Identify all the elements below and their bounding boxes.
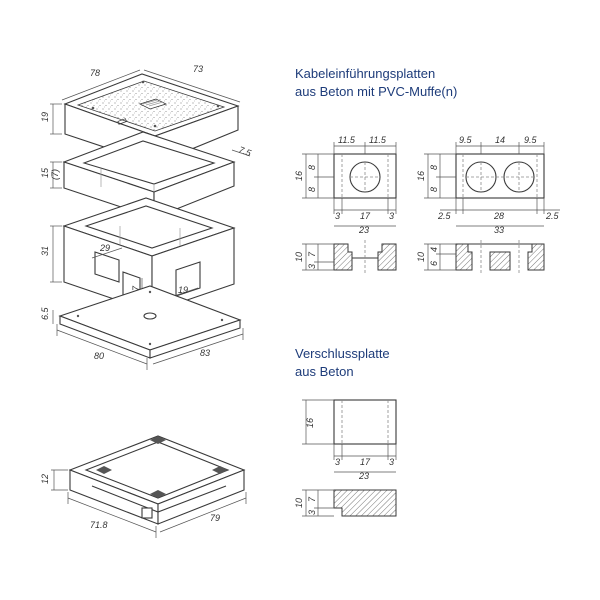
- plate-single-section-left: [333, 243, 353, 271]
- dim-double-height-a: 8: [429, 165, 439, 170]
- dim-lid-width: 73: [193, 64, 203, 74]
- dim-single-section-b: 3: [307, 264, 317, 269]
- dim-closure-center: 17: [360, 457, 371, 467]
- cover-corner-s: [150, 490, 166, 498]
- iso-frame: 15 (7) 7.5: [40, 131, 253, 219]
- dim-lid-length: 78: [90, 68, 100, 78]
- base-right-face: [149, 319, 241, 359]
- dim-double-edge-left: 2.5: [437, 211, 452, 221]
- dim-single-edge-right: 3: [389, 211, 394, 221]
- plate-double-sleeve: 9.5 14 9.5 16 8 8 2.5 28 2.5 33 10 4 6: [416, 135, 560, 274]
- cover-lock-notch: [141, 507, 153, 519]
- dim-single-top-right: 11.5: [369, 135, 387, 145]
- base-drain-hole: [143, 312, 157, 320]
- dim-frame-wall: 7.5: [237, 144, 253, 158]
- dim-single-edge-left: 3: [335, 211, 340, 221]
- dim-single-center: 17: [360, 211, 371, 221]
- lid-keyhole-icon: [117, 118, 127, 125]
- dim-single-height-a: 8: [307, 165, 317, 170]
- dim-double-center: 28: [493, 211, 504, 221]
- box-cutout-right: [175, 261, 201, 297]
- dim-double-section-a: 4: [429, 247, 439, 252]
- closure-section: [333, 489, 397, 517]
- cover-corner-nw: [96, 466, 112, 474]
- dim-cover-width: 79: [210, 513, 220, 523]
- heading-closure-plate-2: aus Beton: [295, 364, 354, 379]
- dim-opening-width: 19: [178, 285, 188, 295]
- dim-frame-height: 15: [40, 167, 50, 178]
- cover-corner-n: [150, 436, 166, 444]
- closure-plate: 16 3 17 3 23 10 7 3: [294, 399, 397, 517]
- dim-single-height-b: 8: [307, 187, 317, 192]
- dim-double-top-left: 9.5: [459, 135, 473, 145]
- cover-right-face: [157, 469, 245, 525]
- dim-base-width: 83: [200, 348, 210, 358]
- dim-cover-length: 71.8: [90, 520, 108, 530]
- dim-single-section-total: 10: [294, 252, 304, 262]
- dim-single-section-a: 7: [307, 251, 317, 257]
- iso-assembled-cover: 12 71.8 79: [40, 435, 247, 538]
- frame-opening: [82, 140, 216, 185]
- dim-base-length: 80: [94, 351, 104, 361]
- dim-double-total-width: 33: [494, 225, 504, 235]
- dim-single-top-left: 11.5: [338, 135, 356, 145]
- dim-frame-height-sub: (7): [50, 169, 60, 180]
- plate-double-section-right: [527, 243, 545, 271]
- heading-closure-plate-1: Verschlussplatte: [295, 346, 390, 361]
- dim-double-height-b: 8: [429, 187, 439, 192]
- dim-closure-edge-left: 3: [335, 457, 340, 467]
- box-opening: [84, 205, 214, 249]
- dim-closure-edge-right: 3: [389, 457, 394, 467]
- plate-double-section-left: [455, 243, 473, 271]
- dim-closure-section-b: 3: [307, 510, 317, 515]
- dim-single-height-total: 16: [294, 171, 304, 181]
- headings: Kabeleinführungsplatten aus Beton mit PV…: [295, 66, 457, 379]
- plate-single-section-right: [377, 243, 397, 271]
- dim-double-section-b: 6: [429, 261, 439, 266]
- dim-double-edge-right: 2.5: [545, 211, 560, 221]
- plate-single-sleeve: 11.5 11.5 16 8 8 3 17 3 23 10 7 3: [294, 135, 397, 274]
- iso-base-plate: 6.5 80 83: [40, 285, 244, 370]
- dim-lid-height: 19: [40, 112, 50, 122]
- heading-cable-plates-2: aus Beton mit PVC-Muffe(n): [295, 84, 457, 99]
- dim-closure-height-total: 16: [305, 418, 315, 428]
- dim-closure-total-width: 23: [358, 471, 369, 481]
- iso-box: 31 29 17 19: [40, 197, 236, 313]
- dim-base-height: 6.5: [40, 306, 50, 320]
- dim-closure-section-total: 10: [294, 498, 304, 508]
- dim-single-total-width: 23: [358, 225, 369, 235]
- dim-double-top-right: 9.5: [524, 135, 538, 145]
- cover-corner-e: [212, 466, 228, 474]
- dim-double-section-total: 10: [416, 252, 426, 262]
- dim-double-top-mid: 14: [495, 135, 505, 145]
- dim-double-height-total: 16: [416, 171, 426, 181]
- closure-front: [333, 399, 397, 445]
- dim-closure-section-a: 7: [307, 496, 317, 502]
- box-cutout-left: [94, 251, 120, 283]
- heading-cable-plates-1: Kabeleinführungsplatten: [295, 66, 435, 81]
- dim-box-height: 31: [40, 246, 50, 256]
- dim-inner-opening: 29: [99, 243, 110, 253]
- plate-double-section-mid: [489, 251, 511, 271]
- iso-lid: 78 73 19: [40, 64, 241, 165]
- dim-cover-height: 12: [40, 474, 50, 484]
